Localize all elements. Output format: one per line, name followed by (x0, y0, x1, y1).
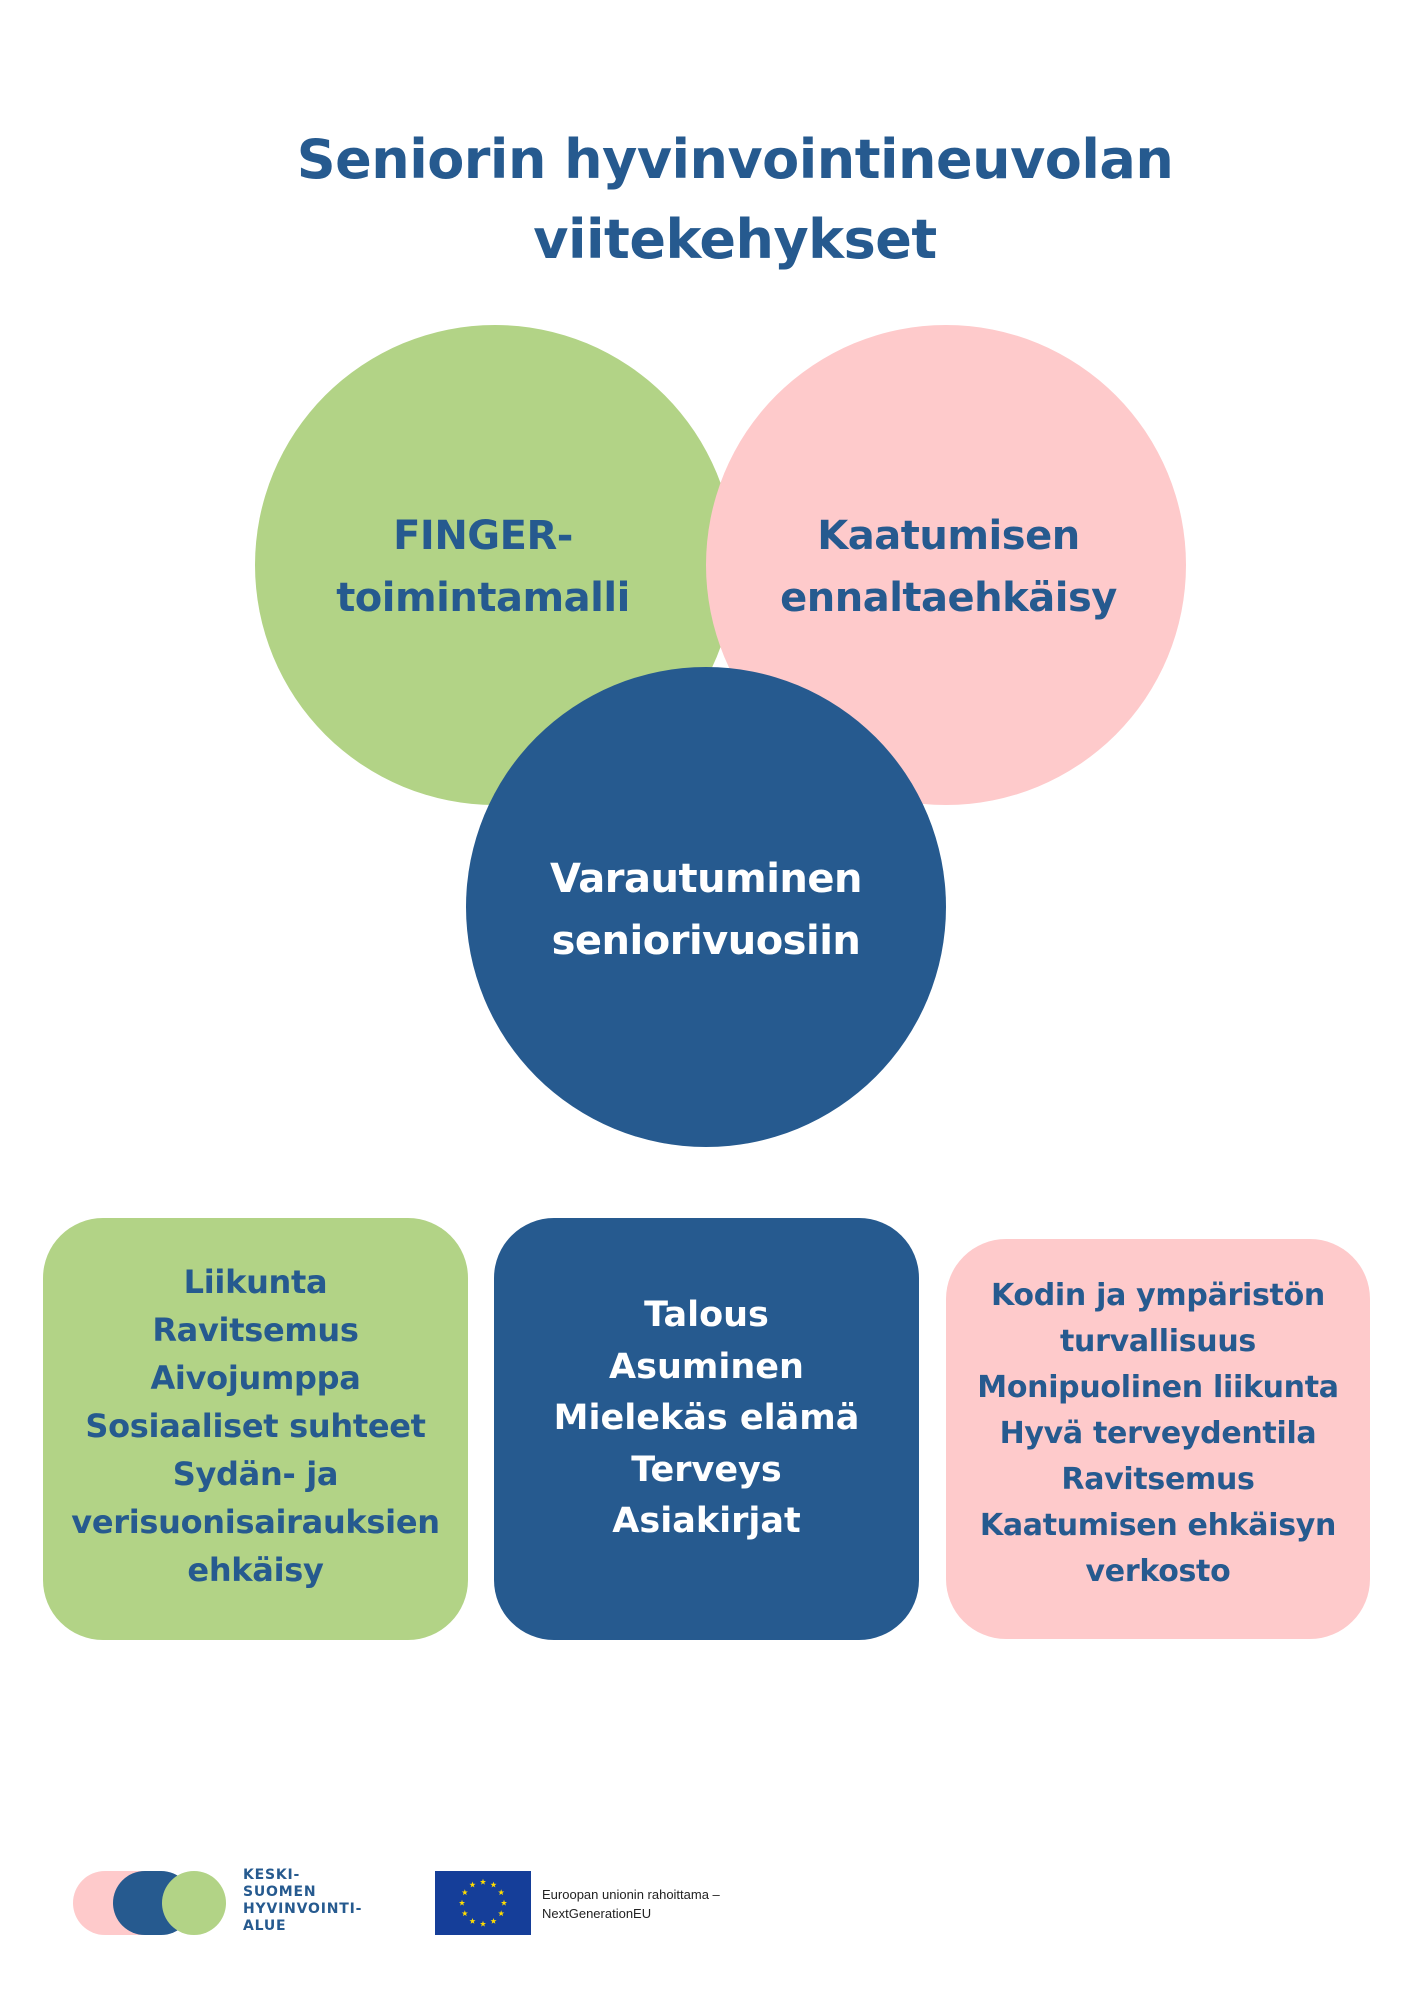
fall-circle-line-1: Kaatumisen (817, 513, 1080, 559)
list-item: Ravitsemus (1061, 1462, 1255, 1497)
eu-star-icon (461, 1889, 468, 1896)
eu-flag-icon (435, 1871, 531, 1935)
preparation-topics-box: Talous Asuminen Mielekäs elämä Terveys A… (494, 1218, 919, 1640)
list-item: Sydän- ja (172, 1455, 339, 1493)
page-title-line-1: Seniorin hyvinvointineuvolan (296, 128, 1174, 191)
eu-star-icon (461, 1910, 468, 1917)
fall-circle-line-2: ennaltaehkäisy (780, 575, 1117, 621)
list-item: Ravitsemus (152, 1311, 359, 1349)
eu-star-icon (458, 1899, 466, 1906)
list-item: turvallisuus (1060, 1324, 1256, 1359)
list-item: ehkäisy (187, 1551, 324, 1589)
wellbeing-services-county-logo (73, 1871, 226, 1935)
eu-star-icon (469, 1917, 476, 1924)
finger-circle-line-2: toimintamalli (336, 575, 630, 621)
eu-star-icon (490, 1917, 497, 1924)
list-item: Talous (644, 1295, 769, 1336)
eu-funding-notice: Euroopan unionin rahoittama – NextGenera… (542, 1885, 720, 1923)
list-item: Aivojumppa (150, 1359, 361, 1397)
list-item: Mielekäs elämä (553, 1398, 860, 1439)
eu-star-icon (479, 1920, 487, 1927)
eu-star-icon (498, 1889, 505, 1896)
logo-line: KESKI- (243, 1867, 301, 1883)
finger-circle-line-1: FINGER- (393, 513, 573, 559)
list-item: Kodin ja ympäristön (991, 1278, 1325, 1313)
page-title-line-2: viitekehykset (533, 208, 937, 271)
finger-topics-box: Liikunta Ravitsemus Aivojumppa Sosiaalis… (43, 1218, 468, 1640)
senior-preparation-circle: Varautuminen seniorivuosiin (466, 667, 946, 1147)
logo-wordmark: KESKI- SUOMEN HYVINVOINTI- ALUE (243, 1867, 362, 1935)
eu-star-icon (479, 1878, 487, 1885)
eu-funding-line-2: NextGenerationEU (542, 1906, 652, 1921)
finger-model-circle: FINGER- toimintamalli (255, 325, 735, 805)
prep-circle-line-1: Varautuminen (549, 856, 863, 902)
eu-star-icon (500, 1899, 508, 1906)
list-item: Asuminen (609, 1346, 804, 1387)
logo-line: HYVINVOINTI- (243, 1901, 363, 1917)
eu-star-icon (498, 1910, 505, 1917)
eu-star-icon (469, 1881, 476, 1888)
page-title: Seniorin hyvinvointineuvolan viitekehyks… (0, 120, 1414, 280)
list-item: Liikunta (183, 1263, 328, 1301)
logo-line: ALUE (243, 1918, 287, 1934)
fall-prevention-topics-box: Kodin ja ympäristön turvallisuus Monipuo… (946, 1239, 1370, 1639)
eu-funding-line-1: Euroopan unionin rahoittama – (542, 1887, 720, 1902)
prep-circle-line-2: seniorivuosiin (551, 918, 861, 964)
list-item: verkosto (1085, 1554, 1231, 1589)
list-item: Sosiaaliset suhteet (85, 1407, 426, 1445)
list-item: Terveys (631, 1449, 782, 1490)
logo-line: SUOMEN (243, 1884, 317, 1900)
list-item: Kaatumisen ehkäisyn (979, 1508, 1337, 1543)
list-item: Monipuolinen liikunta (977, 1370, 1339, 1405)
eu-star-icon (490, 1881, 497, 1888)
list-item: Asiakirjat (612, 1501, 801, 1542)
list-item: Hyvä terveydentila (999, 1416, 1317, 1451)
list-item: verisuonisairauksien (71, 1503, 440, 1541)
